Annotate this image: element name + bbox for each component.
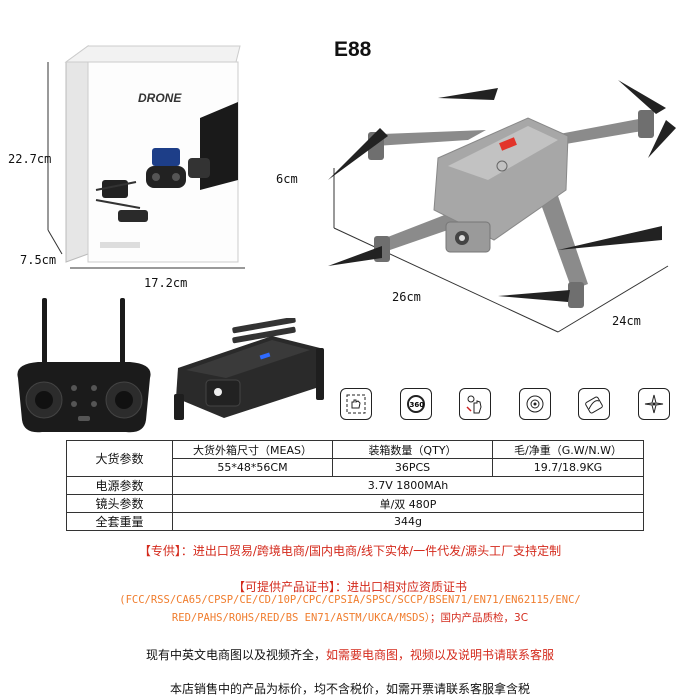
weight-value: 19.7/18.9KG (492, 458, 644, 477)
svg-text:360: 360 (409, 401, 424, 409)
qty-header: 装箱数量（QTY） (332, 440, 493, 459)
ecommerce-note-black: 现有中英文电商图以及视频齐全， (145, 648, 326, 662)
lens-label: 镜头参数 (66, 494, 173, 513)
power-label: 电源参数 (66, 476, 173, 495)
compass-icon (637, 388, 670, 420)
total-weight-label: 全套重量 (66, 512, 173, 531)
qty-value: 36PCS (332, 458, 493, 477)
power-value: 3.7V 1800MAh (172, 476, 644, 495)
lens-value: 单/双 480P (172, 494, 644, 513)
drone-width-label: 24cm (612, 314, 641, 328)
total-weight-value: 344g (172, 512, 644, 531)
cert-list-line2-orange: RED/PAHS/ROHS/RED/BS EN71/ASTM/UKCA/MSDS… (171, 612, 431, 624)
drone-length-label: 26cm (392, 290, 421, 304)
trajectory-flight-icon (578, 388, 611, 420)
cert-list-line2-red: ；国内产品质检，3C (430, 612, 529, 624)
box-height-label: 22.7cm (8, 152, 52, 166)
drone-folded-image (174, 318, 324, 420)
ecommerce-note: 现有中英文电商图以及视频齐全，如需要电商图，视频以及说明书请联系客服 (0, 646, 700, 663)
360-flip-icon: 360 (399, 388, 432, 420)
box-depth-label: 7.5cm (20, 253, 57, 267)
cert-list-line2: RED/PAHS/ROHS/RED/BS EN71/ASTM/UKCA/MSDS… (0, 610, 700, 625)
drone-unfolded-image (328, 80, 676, 333)
cert-list-line1: (FCC/RSS/CA65/CPSP/CE/CD/10P/CPC/CPSIA/S… (119, 594, 581, 606)
weight-header: 毛/净重（G.W/N.W） (492, 440, 644, 459)
specialty-note: 【专供】：进出口贸易/跨境电商/国内电商/线下实体/一件代发/源头工厂支持定制 (138, 544, 562, 558)
retail-box-image: DRONE (47, 45, 245, 269)
model-title: E88 (334, 38, 372, 61)
meas-header: 大货外箱尺寸（MEAS） (172, 440, 333, 459)
gesture-photo-icon (340, 388, 372, 420)
box-width-label: 17.2cm (144, 276, 188, 290)
remote-controller-image (17, 298, 151, 433)
spec-table: 大货参数 大货外箱尺寸（MEAS） 装箱数量（QTY） 毛/净重（G.W/N.W… (66, 440, 644, 531)
headless-mode-icon (518, 388, 551, 420)
drone-height-label: 6cm (276, 172, 298, 186)
bulk-params-label: 大货参数 (66, 440, 173, 477)
box-brand-text: DRONE (138, 91, 182, 105)
meas-value: 55*48*56CM (172, 458, 333, 477)
gesture-control-icon (459, 388, 492, 420)
cert-title: 【可提供产品证书】：进出口相对应资质证书 (232, 580, 467, 594)
pricing-note: 本店销售中的产品为标价，均不含税价，如需开票请联系客服拿含税 (169, 682, 530, 696)
feature-icons-row: 360 (340, 388, 670, 424)
ecommerce-note-red: 如需要电商图，视频以及说明书请联系客服 (326, 648, 555, 662)
